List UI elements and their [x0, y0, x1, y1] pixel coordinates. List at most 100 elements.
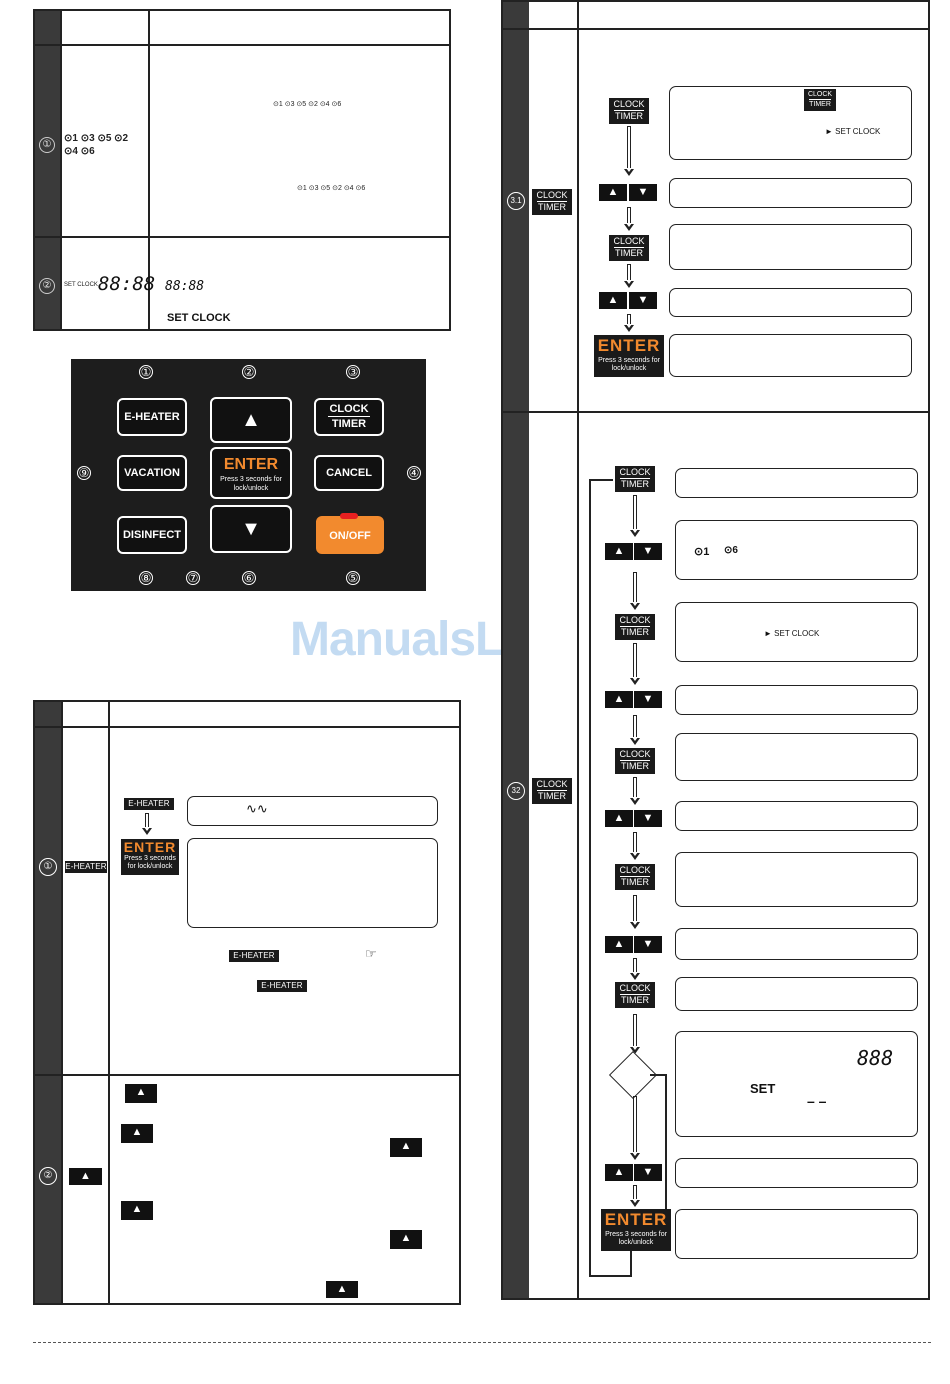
- up-key: ▲: [605, 810, 633, 827]
- info-box: [669, 178, 912, 208]
- up-key: ▲: [125, 1084, 157, 1103]
- info-box: [675, 1209, 918, 1259]
- clock-label: CLOCK: [329, 403, 369, 415]
- dash-label: – –: [807, 1093, 827, 1109]
- footer-divider: [33, 1342, 931, 1343]
- enter-button[interactable]: ENTER Press 3 seconds for lock/unlock: [210, 447, 292, 499]
- row-number: 3.1: [507, 192, 525, 210]
- set-label: SET: [750, 1081, 776, 1096]
- set-clock-label: ► SET CLOCK: [825, 127, 881, 136]
- up-key: ▲: [599, 292, 627, 309]
- e-heater-key: E-HEATER: [229, 950, 279, 962]
- callout-2: ②: [242, 365, 256, 379]
- down-key: ▼: [629, 184, 657, 201]
- up-key: ▲: [605, 691, 633, 708]
- up-key: ▲: [599, 184, 627, 201]
- up-key: ▲: [121, 1201, 153, 1220]
- down-key: ▼: [634, 810, 662, 827]
- timer-icons: ⊙1 ⊙3 ⊙5 ⊙2 ⊙4 ⊙6: [64, 133, 129, 157]
- callout-4: ④: [407, 466, 421, 480]
- info-box: ∿∿: [187, 796, 438, 826]
- row-number: ①: [39, 137, 55, 153]
- up-key: ▲: [605, 1164, 633, 1181]
- up-key: ▲: [69, 1168, 102, 1185]
- bottom-left-table: ① ② E-HEATER ▲ E-HEATER ENTER Press 3 se…: [33, 700, 461, 1305]
- control-panel: ① ② ③ ④ ⑤ ⑥ ⑦ ⑧ ⑨ E-HEATER VACATION DISI…: [71, 359, 426, 591]
- branch-line: [665, 1074, 667, 1209]
- callout-7: ⑦: [186, 571, 200, 585]
- timer-6-icon: ⊙6: [724, 545, 738, 556]
- timer-icons-small: ⊙1 ⊙3 ⊙5 ⊙2 ⊙4 ⊙6: [273, 101, 342, 108]
- enter-key: ENTER Press 3 seconds for lock/unlock: [121, 839, 179, 875]
- info-box: [675, 733, 918, 781]
- table-sidebar: [503, 2, 529, 1298]
- row-number: ②: [39, 1167, 57, 1185]
- on-off-button[interactable]: ON/OFF: [316, 516, 384, 554]
- info-box: [675, 801, 918, 831]
- callout-1: ①: [139, 365, 153, 379]
- info-box: [187, 838, 438, 928]
- e-heater-key: E-HEATER: [257, 980, 307, 992]
- e-heater-key: E-HEATER: [65, 861, 107, 873]
- info-box: [669, 288, 912, 317]
- callout-8: ⑧: [139, 571, 153, 585]
- up-button[interactable]: ▲: [210, 397, 292, 443]
- branch-line: [650, 1074, 666, 1076]
- info-box: [669, 224, 912, 270]
- up-key: ▲: [390, 1138, 422, 1157]
- disinfect-button[interactable]: DISINFECT: [117, 516, 187, 554]
- down-key: ▼: [634, 691, 662, 708]
- row-number: 32: [507, 782, 525, 800]
- down-key: ▼: [629, 292, 657, 309]
- e-heater-button[interactable]: E-HEATER: [117, 398, 187, 436]
- table-sidebar: [35, 702, 61, 1303]
- hand-icon: ☞: [365, 946, 377, 961]
- down-key: ▼: [634, 1164, 662, 1181]
- info-box: [675, 928, 918, 960]
- down-key: ▼: [634, 543, 662, 560]
- up-key: ▲: [390, 1230, 422, 1249]
- loop-line: [589, 1275, 632, 1277]
- lcd-digits: 888: [857, 1046, 894, 1070]
- enter-label: ENTER: [223, 456, 279, 473]
- clock-digits-desc: 88:88: [165, 279, 205, 294]
- up-key: ▲: [121, 1124, 153, 1143]
- e-heater-key: E-HEATER: [124, 798, 174, 810]
- up-key: ▲: [605, 543, 633, 560]
- heater-symbol-icon: ∿∿: [246, 801, 268, 816]
- cancel-button[interactable]: CANCEL: [314, 455, 384, 491]
- set-clock-text: SET CLOCK: [167, 312, 231, 324]
- info-box: 888 SET – –: [675, 1031, 918, 1137]
- loop-line: [630, 1251, 632, 1277]
- row-number: ①: [39, 858, 57, 876]
- info-box: [675, 1158, 918, 1188]
- info-box: ⊙1 ⊙6: [675, 520, 918, 580]
- enter-sublabel: Press 3 seconds for lock/unlock: [220, 476, 282, 492]
- callout-6: ⑥: [242, 571, 256, 585]
- timer-icons-small: ⊙1 ⊙3 ⊙5 ⊙2 ⊙4 ⊙6: [297, 185, 366, 192]
- clock-timer-button[interactable]: CLOCK TIMER: [314, 398, 384, 436]
- power-led: [340, 513, 358, 519]
- callout-5: ⑤: [346, 571, 360, 585]
- callout-9: ⑨: [77, 466, 91, 480]
- set-clock-label: ► SET CLOCK: [764, 629, 820, 638]
- info-box: [675, 852, 918, 907]
- table-sidebar: [35, 11, 60, 329]
- info-box: [675, 685, 918, 715]
- vacation-button[interactable]: VACATION: [117, 455, 187, 491]
- down-button[interactable]: ▼: [210, 505, 292, 553]
- clock-digits: 88:88: [98, 273, 156, 295]
- enter-key: ENTER Press 3 seconds for lock/unlock: [594, 335, 664, 377]
- info-box: [675, 468, 918, 498]
